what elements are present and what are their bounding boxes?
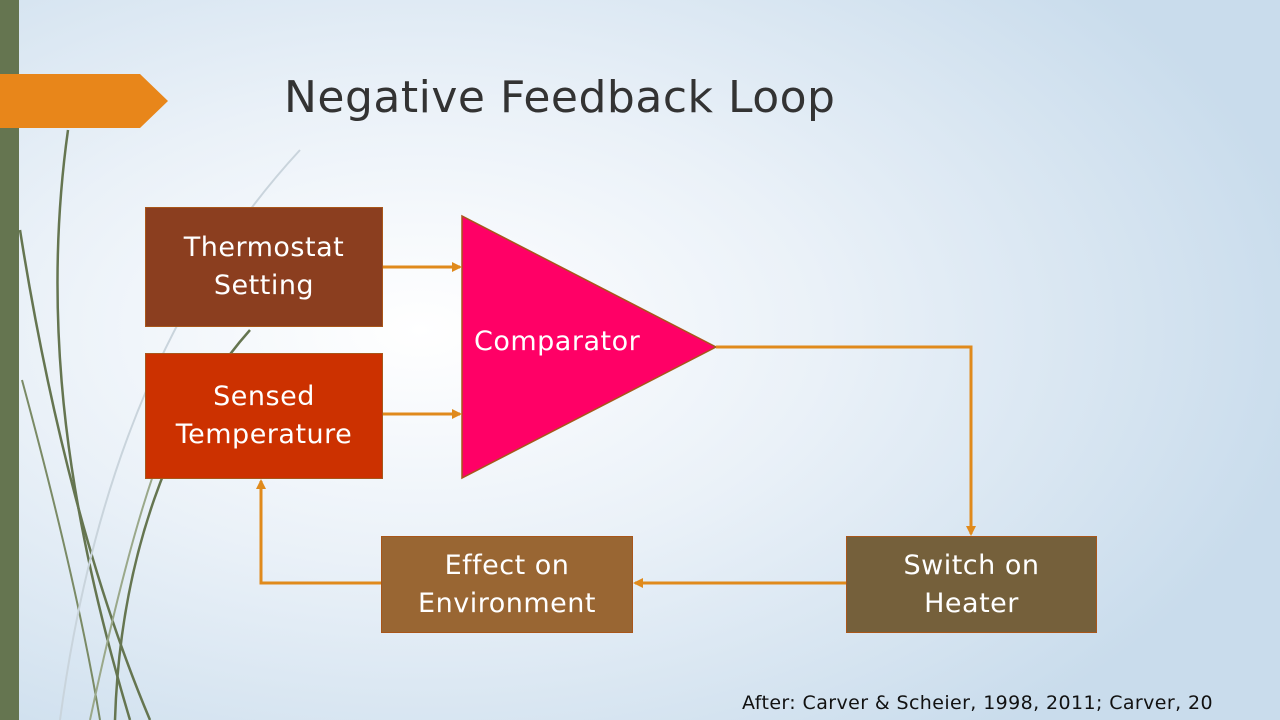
comparator-triangle xyxy=(461,214,718,480)
node-thermostat-setting: Thermostat Setting xyxy=(145,207,383,327)
node-thermostat-line2: Setting xyxy=(213,270,315,301)
left-accent-bar xyxy=(0,0,19,720)
node-heater-line2: Heater xyxy=(924,587,1019,619)
node-sensed-line1: Sensed xyxy=(213,381,315,412)
node-effect-on-environment: Effect on Environment xyxy=(381,536,633,633)
title-accent-arrow xyxy=(0,74,168,128)
node-sensed-line2: Temperature xyxy=(175,419,353,450)
slide-title: Negative Feedback Loop xyxy=(284,72,836,123)
node-sensed-temperature: Sensed Temperature xyxy=(145,353,383,479)
node-heater-line1: Switch on xyxy=(903,549,1040,581)
citation-text: After: Carver & Scheier, 1998, 2011; Car… xyxy=(742,692,1213,714)
node-switch-on-heater: Switch on Heater xyxy=(846,536,1097,633)
edge-comparator-to-heater xyxy=(716,345,976,536)
node-thermostat-line1: Thermostat xyxy=(183,232,345,263)
node-comparator-label: Comparator xyxy=(474,326,641,357)
edge-effect-to-sensed xyxy=(256,479,381,585)
node-effect-line2: Environment xyxy=(418,587,596,619)
node-effect-line1: Effect on xyxy=(444,549,570,581)
